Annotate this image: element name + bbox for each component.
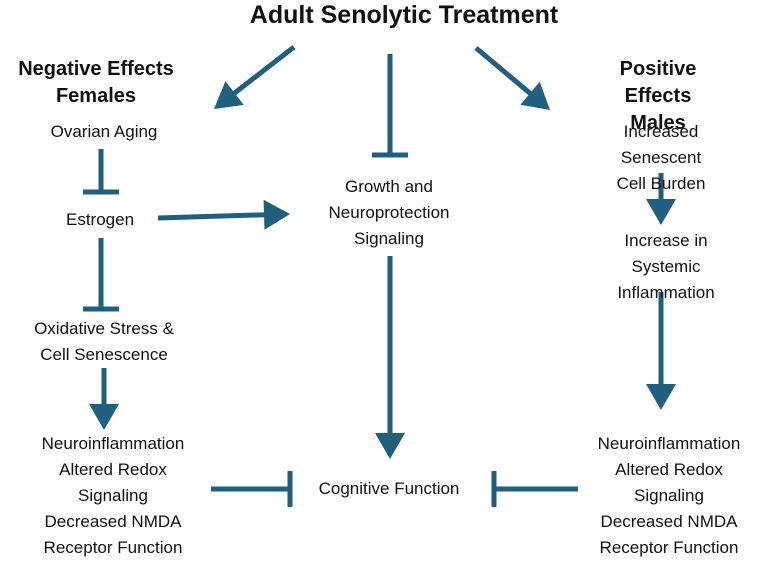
arrow-title-to-females-shaft: [231, 45, 296, 97]
node-estrogen: Estrogen: [65, 210, 135, 229]
node-growth-signaling: Growth and Neuroprotection Signaling: [328, 177, 450, 248]
arrow-title-to-males-shaft: [474, 46, 534, 97]
node-neuroinflammation-right: Neuroinflammation Altered Redox Signalin…: [597, 434, 741, 557]
node-oxidative-stress: Oxidative Stress & Cell Senescence: [34, 319, 174, 364]
arrow-title-to-females-head: [214, 81, 244, 109]
arrow-inflammation-to-neuro-head: [646, 384, 676, 410]
arrow-title-to-males-head: [520, 81, 550, 110]
left-heading: Negative Effects Females: [18, 58, 174, 107]
arrow-estrogen-to-growth-head: [263, 199, 290, 230]
arrow-estrogen-to-growth-shaft: [157, 212, 267, 221]
node-neuroinflammation-left: Neuroinflammation Altered Redox Signalin…: [41, 434, 185, 557]
node-cognitive-function: Cognitive Function: [318, 479, 460, 498]
arrow-growth-to-cognitive-head: [375, 433, 405, 459]
arrow-burden-to-inflammation-head: [646, 199, 676, 225]
node-systemic-inflammation: Increase in Systemic Inflammation: [617, 231, 715, 302]
arrow-oxidative-to-neuro-head: [89, 404, 119, 430]
node-ovarian-aging: Ovarian Aging: [50, 122, 158, 141]
node-senescent-burden: Increased Senescent Cell Burden: [616, 122, 706, 193]
right-heading: Positive Effects Males: [619, 58, 697, 134]
diagram-title: Adult Senolytic Treatment: [249, 1, 559, 29]
